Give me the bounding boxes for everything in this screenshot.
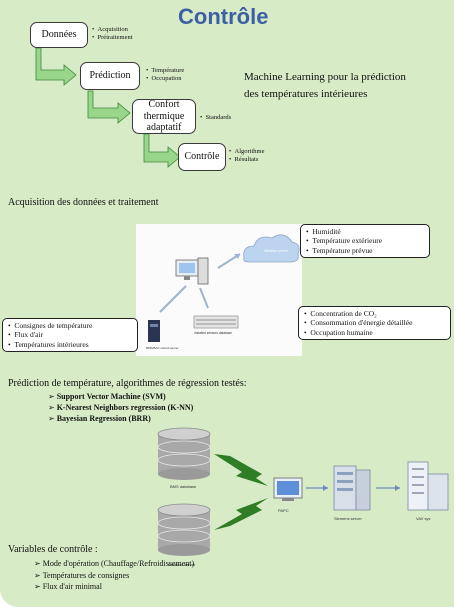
bullet: Résultats bbox=[229, 156, 265, 164]
ml-caption-line: des températures intérieures bbox=[244, 87, 368, 100]
database-icon bbox=[157, 503, 211, 556]
flow-step-label: Données bbox=[41, 29, 77, 41]
algorithm-item: Support Vector Machine (SVM) bbox=[48, 392, 193, 403]
flow-arrows bbox=[35, 47, 181, 168]
bullet: Température extérieure bbox=[306, 236, 424, 245]
flow-step-label: Confort thermique adaptatif bbox=[143, 99, 185, 134]
control-variable-item: Mode d'opération (Chauffage/Refroidissem… bbox=[34, 558, 194, 570]
bullet: Standards bbox=[200, 114, 232, 122]
link-arrow-head bbox=[323, 485, 328, 491]
bms-server-label: BMS/BAC control server bbox=[146, 346, 179, 350]
lightning-link-icon bbox=[214, 498, 268, 530]
acquisition-diagram: Weather server BMS/BAC control server bbox=[136, 224, 302, 356]
bullet: Consommation d'énergie détaillée bbox=[304, 318, 445, 327]
bullet: Prétraitement bbox=[92, 34, 133, 42]
link-arrow-head bbox=[234, 254, 240, 259]
server-icon bbox=[333, 465, 371, 511]
control-variable-list: Mode d'opération (Chauffage/Refroidissem… bbox=[34, 558, 194, 593]
building-variables-box: Concentration de CO₂ Consommation d'éner… bbox=[298, 306, 451, 341]
acquisition-heading: Acquisition des données et traitement bbox=[8, 197, 159, 208]
bullet: Algorithme bbox=[229, 148, 265, 156]
flow-step-bullets: Standards bbox=[200, 114, 232, 122]
bms-database-label: BMS database bbox=[170, 484, 197, 489]
computer-icon bbox=[273, 477, 303, 501]
flow-step-controle: Contrôle bbox=[178, 143, 226, 171]
server-label: Siemens server bbox=[334, 516, 362, 521]
slide-title: Contrôle bbox=[178, 4, 269, 29]
flow-step-donnees: Données bbox=[30, 22, 88, 48]
bullet: Humidité bbox=[306, 227, 424, 236]
database-icon bbox=[157, 427, 211, 480]
bullet: Température prévue bbox=[306, 246, 424, 255]
control-variable-item: Flux d'air minimal bbox=[34, 581, 194, 593]
weather-cloud-label: Weather server bbox=[264, 249, 289, 253]
hvac-label: VAV sys bbox=[416, 516, 431, 521]
flow-step-prediction: Prédiction bbox=[80, 62, 140, 90]
ml-caption: Machine Learning pour la prédiction des … bbox=[244, 69, 452, 102]
flow-step-bullets: Acquisition Prétraitement bbox=[92, 26, 133, 43]
flow-arrow-3 bbox=[143, 133, 181, 168]
bullet: Occupation humaine bbox=[304, 328, 445, 337]
flow-step-label: Contrôle bbox=[184, 151, 220, 163]
algorithm-item: Bayesian Regression (BRR) bbox=[48, 414, 193, 425]
flow-step-bullets: Température Occupation bbox=[146, 67, 185, 84]
bullet: Concentration de CO₂ bbox=[304, 309, 445, 318]
flow-step-confort: Confort thermique adaptatif bbox=[132, 99, 196, 134]
lightning-link-icon bbox=[214, 454, 268, 486]
flow-arrow-2 bbox=[87, 90, 131, 124]
algorithm-item: K-Nearest Neighbors regression (K-NN) bbox=[48, 403, 194, 414]
flow-step-bullets: Algorithme Résultats bbox=[229, 148, 265, 165]
control-heading: Variables de contrôle : bbox=[8, 544, 98, 555]
bullet: Consignes de température bbox=[8, 321, 132, 330]
flow-arrow-1 bbox=[35, 47, 77, 86]
link-arrow-head bbox=[395, 485, 400, 491]
bullet: Occupation bbox=[146, 75, 184, 83]
bullet: Acquisition bbox=[92, 26, 133, 34]
flow-step-label: Prédiction bbox=[89, 70, 131, 82]
weather-variables-box: Humidité Température extérieure Températ… bbox=[300, 224, 430, 259]
acquisition-illustration: Weather server BMS/BAC control server bbox=[146, 234, 300, 350]
sensor-database-label: Installed sensors database bbox=[194, 331, 232, 335]
bullet: Température bbox=[146, 67, 185, 75]
sensor-database-icon bbox=[193, 315, 239, 329]
ml-caption-line: Machine Learning pour la prédiction bbox=[244, 71, 406, 83]
algorithm-list: Support Vector Machine (SVM) K-Nearest N… bbox=[48, 392, 194, 425]
bullet: Températures intérieures bbox=[8, 340, 132, 349]
computer-icon bbox=[175, 257, 209, 285]
link-arrow bbox=[159, 285, 187, 313]
setpoint-variables-box: Consignes de température Flux d'air Temp… bbox=[2, 318, 138, 353]
control-variable-item: Températures de consignes bbox=[34, 570, 194, 582]
cloud-icon bbox=[243, 234, 300, 263]
bms-server-icon bbox=[148, 320, 160, 342]
pc-label: PAPC bbox=[278, 508, 289, 513]
bullet: Flux d'air bbox=[8, 330, 132, 339]
link-arrow bbox=[199, 287, 209, 309]
prediction-diagram: BMS database Weather server PAPC Siemens… bbox=[157, 427, 449, 567]
prediction-heading: Prédiction de température, algorithmes d… bbox=[8, 378, 247, 389]
building-icon bbox=[407, 461, 449, 511]
